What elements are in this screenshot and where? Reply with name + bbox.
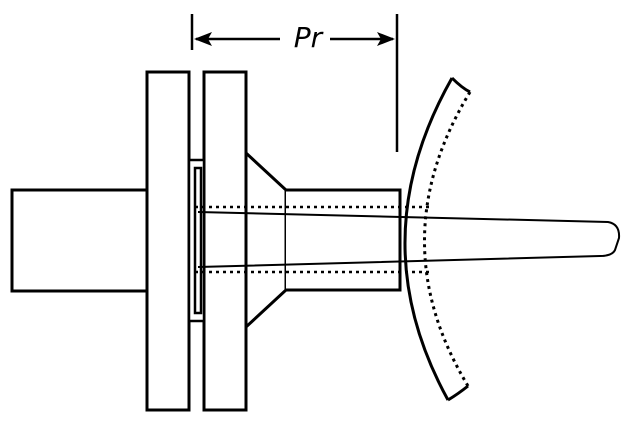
wall-inner-curve-dotted: [423, 91, 472, 387]
arrowhead-left: [194, 32, 212, 46]
wall-bottom-break: [447, 384, 469, 402]
tapered-probe: [197, 211, 621, 268]
left-shaft: [10, 188, 151, 293]
hub-body: [286, 188, 402, 292]
arrowhead-right: [377, 32, 395, 46]
left-flange-plate: [145, 70, 191, 412]
wall-outer-curve: [403, 77, 454, 401]
dimension-label: Pr: [293, 21, 323, 54]
gasket-inner: [193, 166, 203, 315]
conical-hub: [244, 149, 288, 331]
right-flange-plate: [202, 70, 248, 412]
wall-top-break: [450, 76, 471, 94]
